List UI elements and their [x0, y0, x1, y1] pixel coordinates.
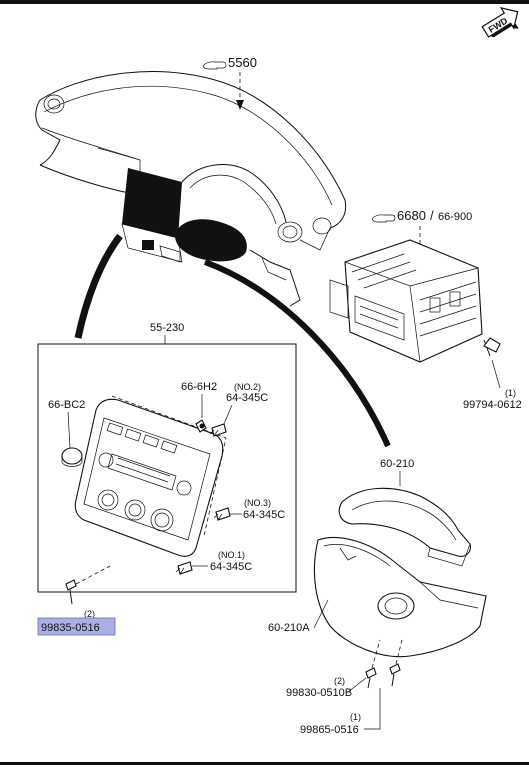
fwd-arrow-icon: FWD — [481, 7, 519, 38]
socket-no3-part — [213, 507, 231, 521]
bolt-qty: (1) — [505, 388, 516, 398]
socket-no2-part — [209, 423, 227, 437]
screw-c-part — [389, 639, 403, 687]
screw-b-part — [365, 639, 381, 689]
control-panel-group: 55-230 — [37, 322, 297, 593]
pointing-hand-icon — [202, 61, 227, 70]
upper-column-cover — [338, 487, 471, 567]
audio-unit-ref-separator: / — [430, 208, 434, 223]
bulb-part-number: 66-6H2 — [181, 381, 217, 393]
knob-part-number: 66-BC2 — [48, 399, 85, 411]
screw-a-qty: (2) — [84, 609, 95, 619]
control-panel-illustration — [74, 395, 227, 557]
pointing-hand-icon — [371, 214, 396, 223]
dashboard-ref: 5560 — [202, 55, 257, 110]
socket-no1-label: (NO.1) — [218, 550, 245, 560]
bolt-part-number: 99794-0612 — [463, 399, 522, 411]
screw-a-highlight — [37, 617, 116, 636]
lower-column-cover — [313, 536, 487, 658]
lower-cover-part-number: 60-210A — [268, 622, 310, 634]
socket-no1-part — [175, 561, 193, 575]
socket-no3-part-number: 64-345C — [243, 509, 285, 521]
screw-c-qty: (1) — [350, 712, 361, 722]
screw-c-part-number: 99865-0516 — [300, 724, 359, 736]
knob-part — [61, 447, 83, 467]
dashboard-illustration — [35, 71, 347, 307]
audio-unit-illustration — [329, 239, 501, 363]
leader-to-panel — [74, 233, 123, 339]
column-cover-group-number: 60-210 — [380, 458, 414, 470]
socket-no1-part-number: 64-345C — [210, 561, 252, 573]
socket-no2-part-number: 64-345C — [226, 392, 268, 404]
socket-no3-label: (NO.3) — [244, 498, 271, 508]
bulb-part — [195, 419, 207, 433]
audio-unit-ref-alt: 66-900 — [438, 211, 472, 223]
control-panel-group-number: 55-230 — [150, 322, 184, 334]
bottom-rule — [0, 762, 529, 765]
screw-a-part — [65, 565, 111, 605]
audio-unit-ref-number: 6680 — [397, 208, 426, 223]
screw-a-part-number[interactable]: 99835-0516 — [41, 622, 100, 634]
dashboard-ref-number: 5560 — [228, 55, 257, 70]
socket-no2-label: (NO.2) — [234, 382, 261, 392]
screw-b-part-number: 99830-0510B — [286, 687, 352, 699]
top-rule — [0, 0, 529, 4]
leader-to-column-cover — [203, 259, 391, 448]
screw-b-qty: (2) — [334, 676, 345, 686]
